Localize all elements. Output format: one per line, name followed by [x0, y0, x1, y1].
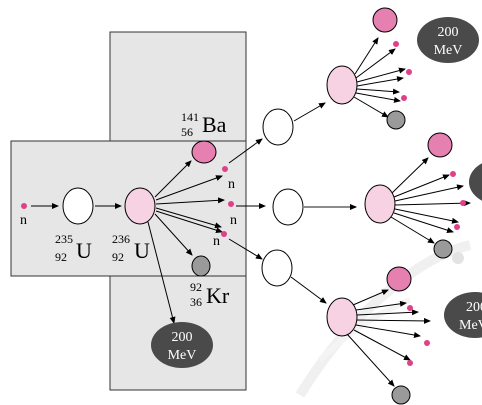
svg-text:92: 92 — [55, 250, 67, 264]
barium-label: 141 56 Ba — [181, 110, 227, 139]
middle-cluster-energy-badge — [469, 163, 482, 201]
released-neutron-2 — [228, 201, 234, 207]
energy-release-badge: 200 MeV — [151, 322, 213, 368]
middle-cluster-arrows — [390, 157, 471, 244]
svg-text:Kr: Kr — [206, 283, 230, 308]
bottom-cluster-neutron-1 — [407, 305, 413, 311]
krypton-label: 92 36 Kr — [190, 280, 230, 309]
top-cluster-neutron-2 — [406, 69, 412, 75]
svg-text:236: 236 — [112, 232, 130, 246]
middle-cluster-neutron-2 — [460, 200, 466, 206]
svg-text:MeV: MeV — [459, 318, 482, 333]
gen2-u235-middle — [272, 188, 304, 226]
svg-text:141: 141 — [181, 110, 199, 124]
top-cluster-barium — [372, 7, 398, 33]
incoming-neutron — [21, 203, 27, 209]
gen2-u236-bottom — [326, 297, 358, 337]
svg-text:200: 200 — [438, 25, 459, 40]
svg-text:92: 92 — [190, 280, 202, 294]
top-cluster-arrows — [353, 37, 406, 118]
svg-text:U: U — [134, 238, 150, 263]
svg-text:Ba: Ba — [202, 112, 227, 137]
svg-text:235: 235 — [55, 232, 73, 246]
barium-fragment — [191, 140, 217, 164]
bottom-cluster-barium — [386, 266, 412, 292]
top-cluster-krypton — [386, 110, 406, 130]
watermark-dot — [452, 252, 464, 264]
middle-cluster-barium — [427, 132, 453, 158]
u236-compound-nucleus — [124, 187, 156, 225]
released-neutron-1-label: n — [228, 177, 235, 192]
krypton-fragment — [191, 255, 211, 277]
fission-arrows — [147, 160, 225, 324]
bottom-cluster-neutron-3 — [407, 360, 413, 366]
bottom-cluster-arrows — [346, 289, 431, 387]
top-cluster-neutron-3 — [401, 95, 407, 101]
bottom-cluster-neutron-2 — [424, 340, 430, 346]
released-neutron-1 — [222, 166, 228, 172]
svg-text:200: 200 — [172, 330, 193, 345]
middle-cluster-neutron-1 — [450, 171, 456, 177]
u235-label: 235 92 U — [55, 232, 92, 264]
u236-label: 236 92 U — [112, 232, 150, 264]
released-neutron-3 — [221, 231, 227, 237]
svg-text:MeV: MeV — [168, 348, 197, 363]
top-cluster-energy-badge: 200 MeV — [417, 17, 479, 63]
top-cluster-neutron-1 — [393, 41, 399, 47]
bottom-cluster-energy-badge: 200 MeV — [444, 292, 482, 338]
middle-cluster-krypton — [433, 239, 453, 259]
gen2-u235-top — [262, 108, 294, 146]
svg-text:MeV: MeV — [434, 43, 463, 58]
absorption-arrows — [290, 102, 357, 304]
incoming-neutron-label: n — [20, 213, 27, 228]
released-neutron-3-label: n — [213, 234, 220, 249]
svg-text:U: U — [76, 238, 92, 263]
svg-text:92: 92 — [112, 250, 124, 264]
gen2-u236-middle — [364, 184, 396, 224]
u235-nucleus — [62, 187, 94, 225]
gen2-u236-top — [326, 65, 358, 105]
svg-text:200: 200 — [466, 300, 482, 315]
svg-text:56: 56 — [181, 125, 193, 139]
gen2-u235-bottom — [261, 249, 293, 287]
released-neutron-2-label: n — [230, 213, 237, 228]
neutron-travel-arrows — [228, 138, 266, 260]
svg-text:36: 36 — [190, 295, 202, 309]
middle-cluster-neutron-3 — [454, 224, 460, 230]
bottom-cluster-krypton — [391, 385, 411, 405]
